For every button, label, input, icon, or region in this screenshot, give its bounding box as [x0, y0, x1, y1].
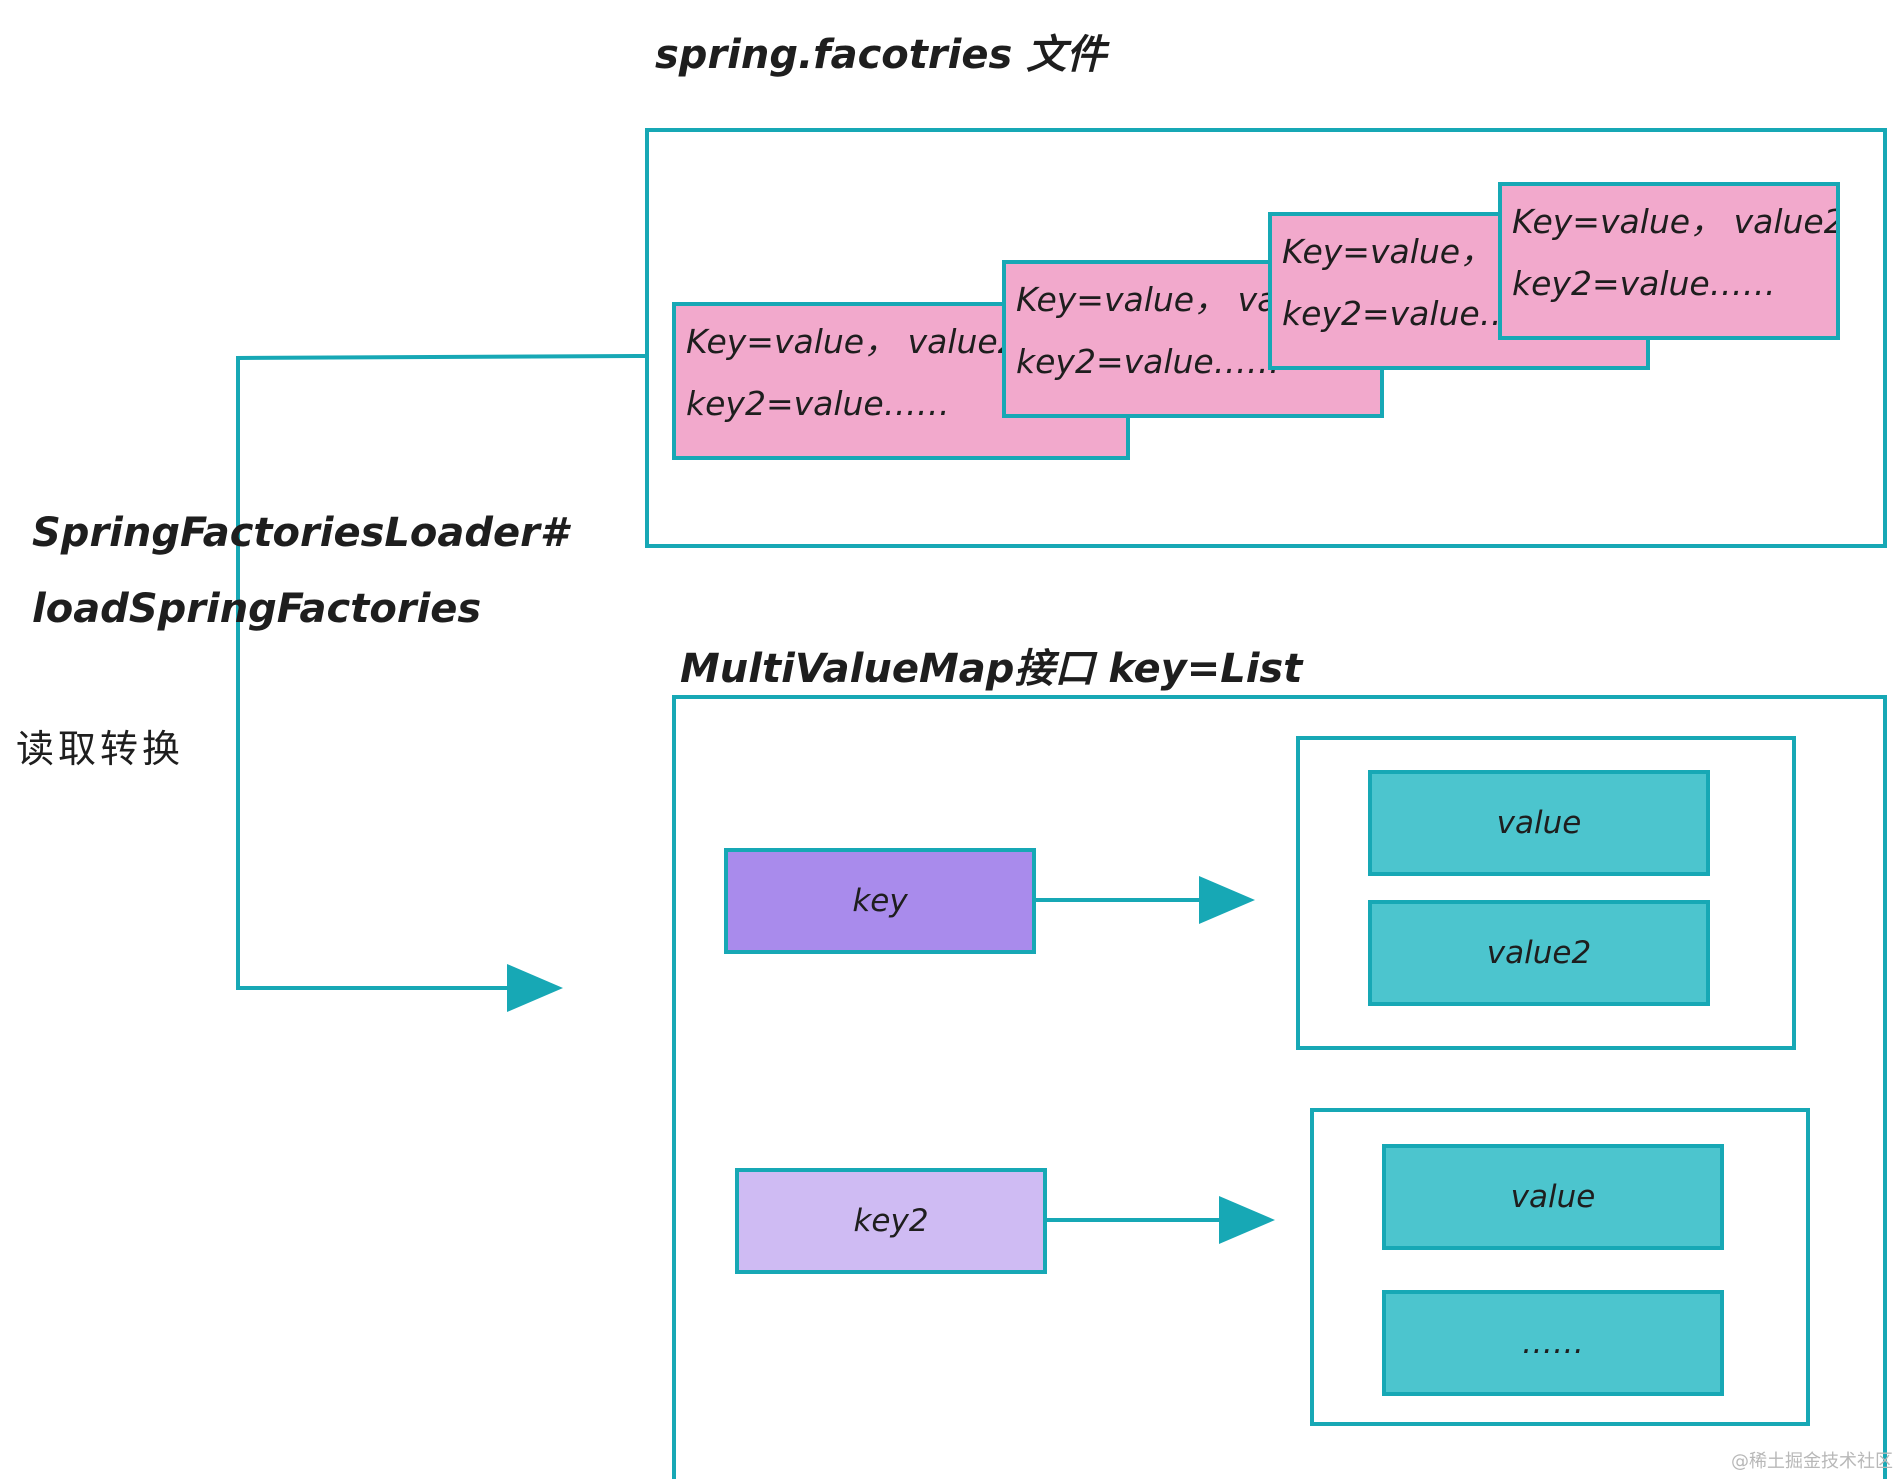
card-line-1: Key=value， value2: [686, 322, 1019, 361]
factories-entry-card-4: Key=value， value2 key2=value……: [1498, 182, 1840, 340]
multivaluemap-frame: [672, 695, 1887, 1479]
value-list-frame-2: [1310, 1108, 1810, 1426]
file-title: spring.facotries 文件: [655, 32, 1107, 78]
card-line-2: key2=value……: [1512, 264, 1776, 303]
loader-method-label: loadSpringFactories: [32, 586, 482, 632]
card-line-2: key2=value……: [686, 384, 950, 423]
read-convert-label: 读取转换: [16, 727, 185, 771]
value-label: ……: [1522, 1325, 1584, 1361]
value-box: value2: [1368, 900, 1710, 1006]
factories-entry-card-1: Key=value， value2 key2=value……: [672, 302, 1130, 460]
value-list-frame-1: [1296, 736, 1796, 1050]
value-box: ……: [1382, 1290, 1724, 1396]
map-key-label: key: [852, 883, 908, 919]
map-key-box-1: key: [724, 848, 1036, 954]
read-convert-arrow: [236, 354, 646, 1012]
value-label: value: [1510, 1179, 1596, 1215]
map-key-label: key2: [853, 1203, 929, 1239]
loader-class-label: SpringFactoriesLoader#: [32, 510, 568, 556]
watermark: @稀土掘金技术社区: [1731, 1451, 1893, 1472]
value-box: value: [1368, 770, 1710, 876]
value-label: value: [1496, 805, 1582, 841]
value-label: value2: [1486, 935, 1592, 971]
card-line-1: Key=value， value2: [1512, 202, 1840, 241]
factories-file-frame: [645, 128, 1887, 548]
card-line-2: key2=value……: [1016, 342, 1280, 381]
map-title: MultiValueMap接口 key=List: [680, 646, 1303, 692]
value-box: value: [1382, 1144, 1724, 1250]
map-key-box-2: key2: [735, 1168, 1047, 1274]
